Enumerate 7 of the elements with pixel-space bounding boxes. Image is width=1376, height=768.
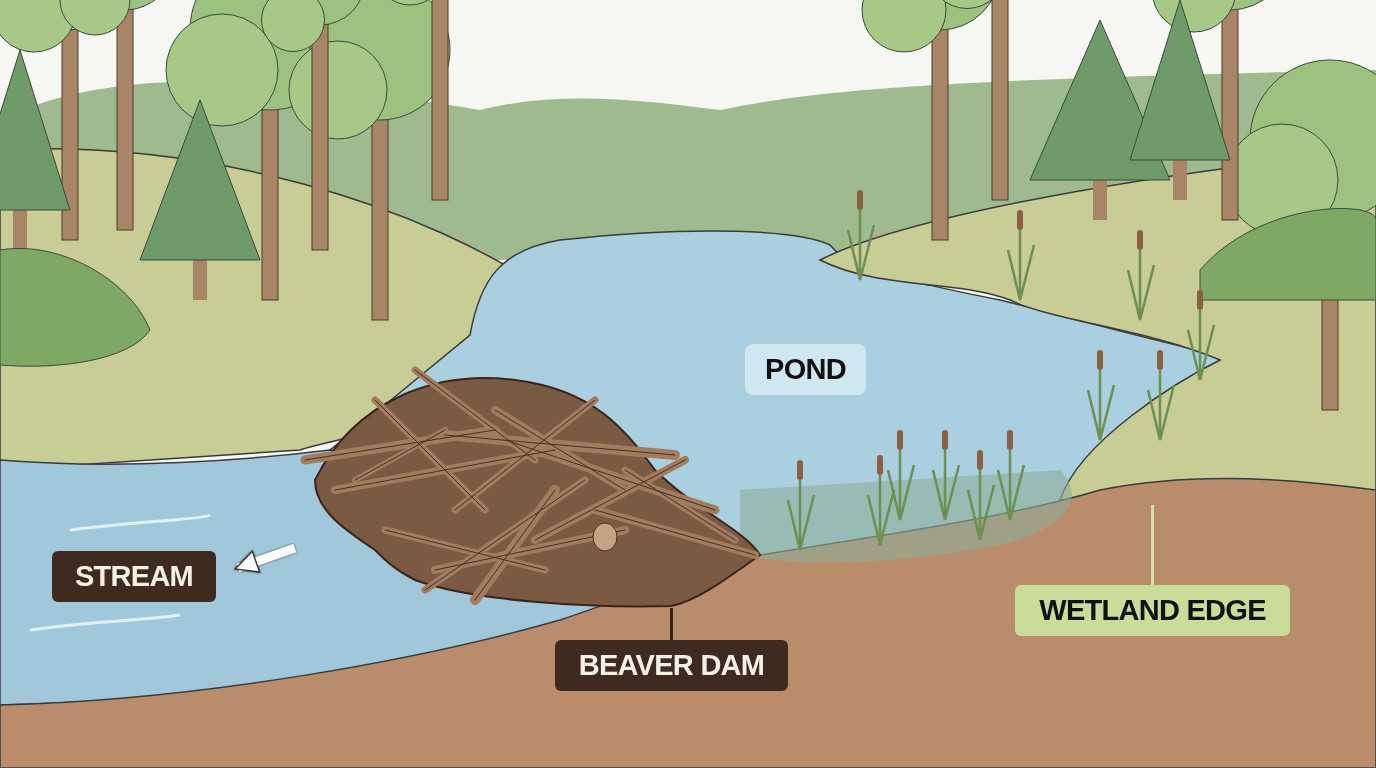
- leader-line: [1151, 505, 1154, 585]
- wetland-edge-label: WETLAND EDGE: [1015, 585, 1290, 636]
- stream-label: STREAM: [52, 551, 216, 602]
- beaver-dam-label: BEAVER DAM: [555, 640, 788, 691]
- leader-line: [670, 608, 673, 640]
- pond-label: POND: [745, 344, 866, 395]
- flow-arrow: [234, 543, 297, 573]
